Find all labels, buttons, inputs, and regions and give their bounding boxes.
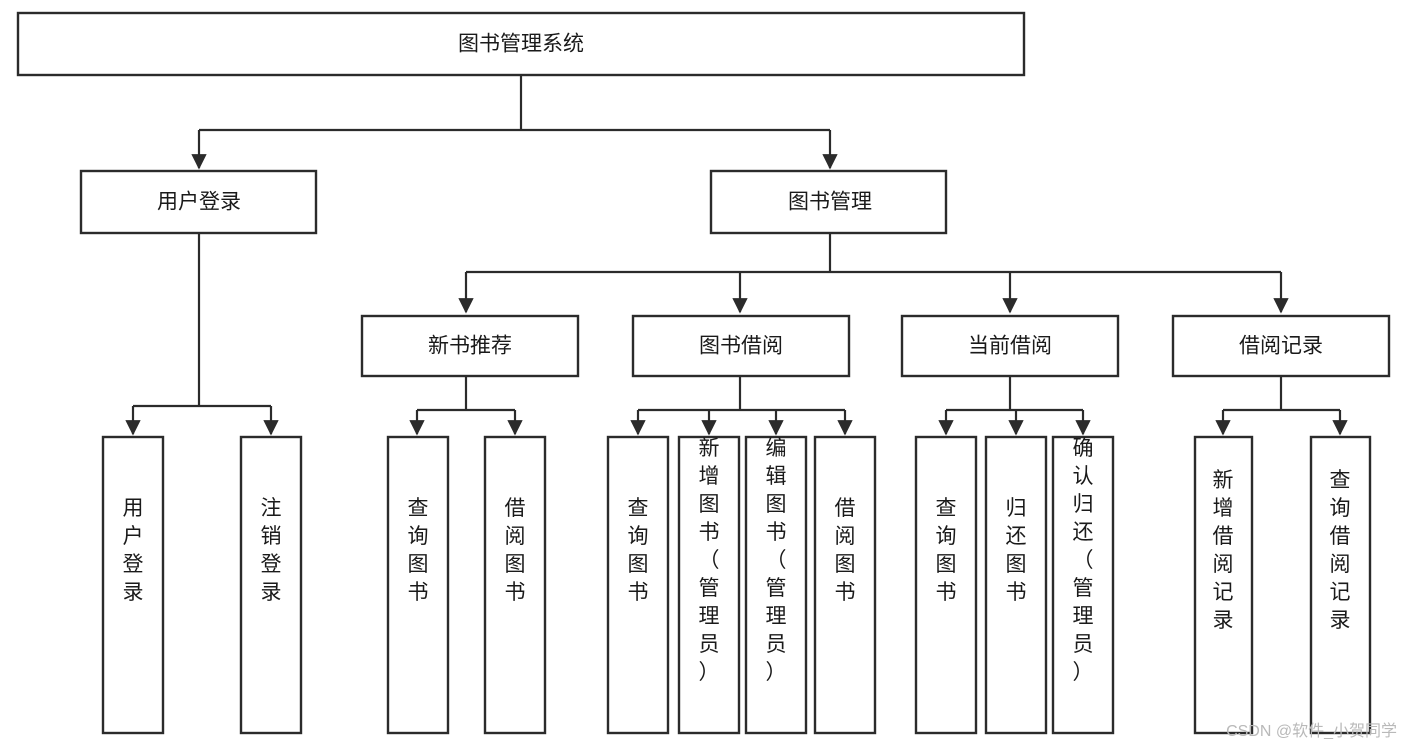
leaf-current-query-book-box: [914, 435, 978, 735]
leaf-user-login-logout-label: 注销登录: [261, 497, 282, 604]
leaf-user-login-logout[interactable]: 注销登录: [239, 435, 303, 735]
leaf-borrow-borrow-book-box: [813, 435, 877, 735]
leaf-borrow-query-book[interactable]: 查询图书: [606, 435, 670, 735]
node-root-label: 图书管理系统: [458, 33, 584, 56]
leaf-current-return-book-box: [984, 435, 1048, 735]
leaf-borrow-borrow-book[interactable]: 借阅图书: [813, 435, 877, 735]
leaf-new-book-query[interactable]: 查询图书: [386, 435, 450, 735]
node-current-borrow-label: 当前借阅: [968, 335, 1052, 358]
node-book-manage-box: [709, 169, 948, 235]
leaf-current-confirm-return-box: [1051, 435, 1115, 735]
leaf-borrow-add-book-label: 新增图书（管理员）: [699, 437, 720, 684]
leaf-current-query-book-label: 查询图书: [936, 497, 957, 604]
node-user-login-box: [79, 169, 318, 235]
node-root-box: [16, 11, 1026, 77]
node-book-manage[interactable]: 图书管理: [709, 169, 948, 235]
csdn-watermark: CSDN @软件_小贺同学: [1226, 723, 1397, 740]
node-book-borrow-label: 图书借阅: [699, 335, 783, 358]
leaf-borrow-query-book-box: [606, 435, 670, 735]
leaf-new-book-borrow-label: 借阅图书: [505, 497, 526, 604]
leaf-current-return-book[interactable]: 归还图书: [984, 435, 1048, 735]
leaf-current-confirm-return-label: 确认归还（管理员）: [1073, 437, 1094, 684]
leaf-record-add-box: [1193, 435, 1254, 735]
leaf-borrow-borrow-book-label: 借阅图书: [835, 497, 856, 604]
leaf-record-query[interactable]: 查询借阅记录: [1309, 435, 1372, 735]
node-book-borrow[interactable]: 图书借阅: [631, 314, 851, 378]
node-current-borrow-box: [900, 314, 1120, 378]
node-book-borrow-box: [631, 314, 851, 378]
leaf-borrow-edit-book[interactable]: 编辑图书（管理员）: [744, 435, 808, 735]
leaf-new-book-borrow[interactable]: 借阅图书: [483, 435, 547, 735]
leaf-borrow-add-book-box: [677, 435, 741, 735]
node-current-borrow[interactable]: 当前借阅: [900, 314, 1120, 378]
leaf-new-book-borrow-box: [483, 435, 547, 735]
leaf-current-query-book[interactable]: 查询图书: [914, 435, 978, 735]
leaf-record-add[interactable]: 新增借阅记录: [1193, 435, 1254, 735]
leaf-user-login-login[interactable]: 用户登录: [101, 435, 165, 735]
node-user-login-label: 用户登录: [157, 191, 241, 214]
node-borrow-record[interactable]: 借阅记录: [1171, 314, 1391, 378]
leaf-current-return-book-label: 归还图书: [1006, 497, 1027, 604]
leaf-borrow-edit-book-label: 编辑图书（管理员）: [766, 437, 787, 684]
leaf-record-query-label: 查询借阅记录: [1330, 469, 1351, 632]
leaf-new-book-query-box: [386, 435, 450, 735]
connector-layer: [125, 75, 1348, 436]
leaf-user-login-logout-box: [239, 435, 303, 735]
node-new-book-recommend-label: 新书推荐: [428, 335, 512, 358]
leaf-borrow-edit-book-box: [744, 435, 808, 735]
leaf-user-login-login-box: [101, 435, 165, 735]
node-user-login[interactable]: 用户登录: [79, 169, 318, 235]
node-borrow-record-box: [1171, 314, 1391, 378]
leaf-current-confirm-return[interactable]: 确认归还（管理员）: [1051, 435, 1115, 735]
leaf-new-book-query-label: 查询图书: [408, 497, 429, 604]
node-root[interactable]: 图书管理系统: [16, 11, 1026, 77]
leaf-borrow-add-book[interactable]: 新增图书（管理员）: [677, 435, 741, 735]
node-borrow-record-label: 借阅记录: [1239, 335, 1323, 358]
leaf-borrow-query-book-label: 查询图书: [628, 497, 649, 604]
node-new-book-recommend-box: [360, 314, 580, 378]
leaf-user-login-login-label: 用户登录: [123, 497, 144, 604]
leaf-record-query-box: [1309, 435, 1372, 735]
node-new-book-recommend[interactable]: 新书推荐: [360, 314, 580, 378]
leaf-record-add-label: 新增借阅记录: [1213, 469, 1234, 632]
node-book-manage-label: 图书管理: [788, 191, 872, 214]
